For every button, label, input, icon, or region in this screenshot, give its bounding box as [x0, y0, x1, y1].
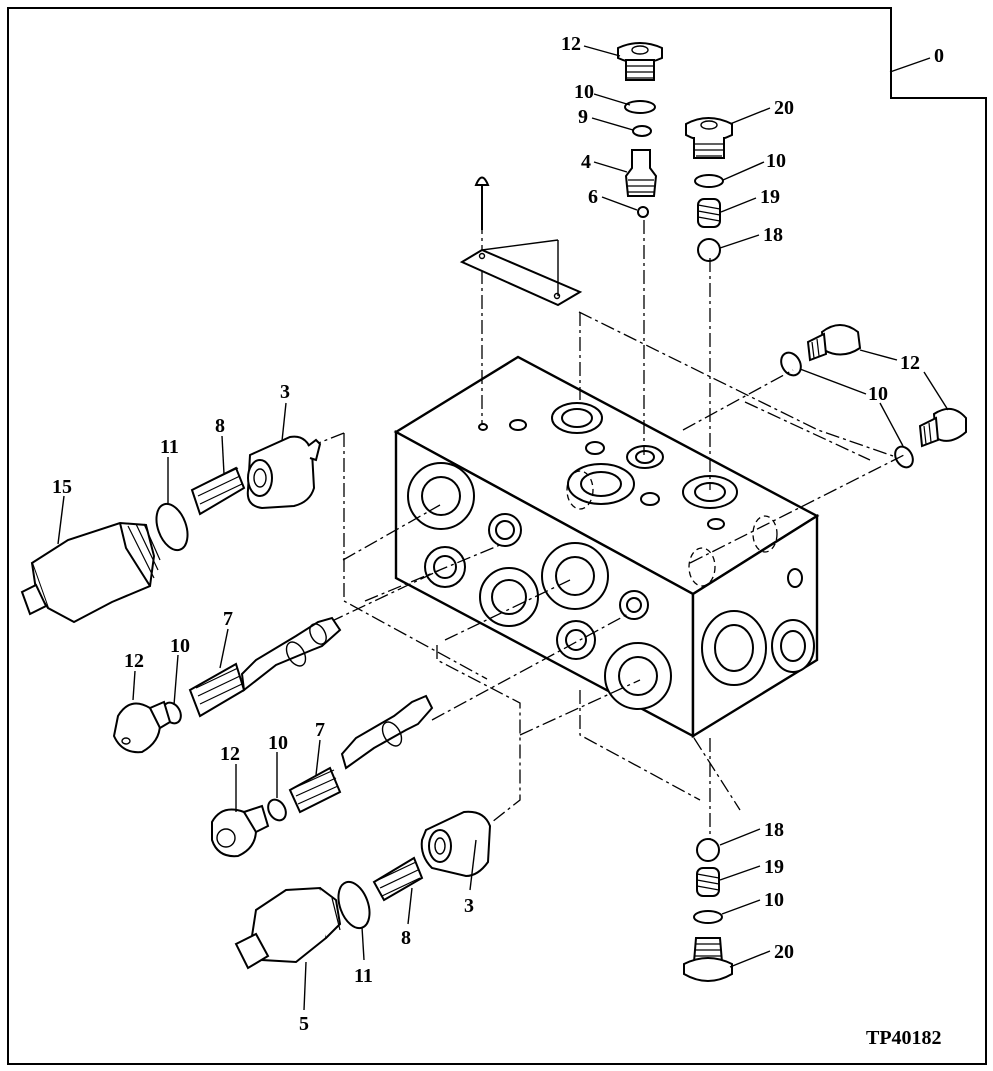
spool-assembly-1	[112, 616, 342, 754]
callout-19: 19	[764, 856, 784, 878]
callout-7: 7	[315, 719, 325, 741]
callout-20: 20	[774, 941, 794, 963]
callout-10: 10	[766, 150, 786, 172]
callouts: 0 12 10 9 4 6 20 10 19 18 12 10 3 8 11 1…	[52, 33, 944, 1049]
center-lines	[310, 195, 905, 840]
top-stack-left	[617, 42, 663, 218]
frame-border	[7, 7, 987, 1065]
upper-left-assembly	[20, 435, 322, 624]
callout-11: 11	[160, 436, 179, 458]
callout-8: 8	[401, 927, 411, 949]
callout-20: 20	[774, 97, 794, 119]
callout-18: 18	[763, 224, 783, 246]
callout-7: 7	[223, 608, 233, 630]
right-plugs	[780, 324, 967, 469]
callout-3: 3	[464, 895, 474, 917]
callout-19: 19	[760, 186, 780, 208]
callout-5: 5	[299, 1013, 309, 1035]
top-stack-right	[685, 117, 733, 262]
leader-lines	[57, 45, 949, 1011]
nameplate	[459, 176, 583, 307]
callout-8: 8	[215, 415, 225, 437]
callout-12: 12	[220, 743, 240, 765]
callout-10: 10	[868, 383, 888, 405]
callout-10: 10	[574, 81, 594, 103]
callout-4: 4	[581, 151, 591, 173]
callout-18: 18	[764, 819, 784, 841]
callout-9: 9	[578, 106, 588, 128]
spool-assembly-2	[211, 694, 434, 858]
callout-10: 10	[764, 889, 784, 911]
callout-10: 10	[268, 732, 288, 754]
callout-0: 0	[934, 45, 944, 67]
callout-12: 12	[561, 33, 581, 55]
callout-12: 12	[124, 650, 144, 672]
callout-6: 6	[588, 186, 598, 208]
callout-3: 3	[280, 381, 290, 403]
callout-10: 10	[170, 635, 190, 657]
valve-block	[393, 355, 820, 739]
callout-12: 12	[900, 352, 920, 374]
callout-15: 15	[52, 476, 72, 498]
figure-id: TP40182	[866, 1027, 942, 1049]
callout-11: 11	[354, 965, 373, 987]
bottom-stack-right	[683, 838, 733, 982]
